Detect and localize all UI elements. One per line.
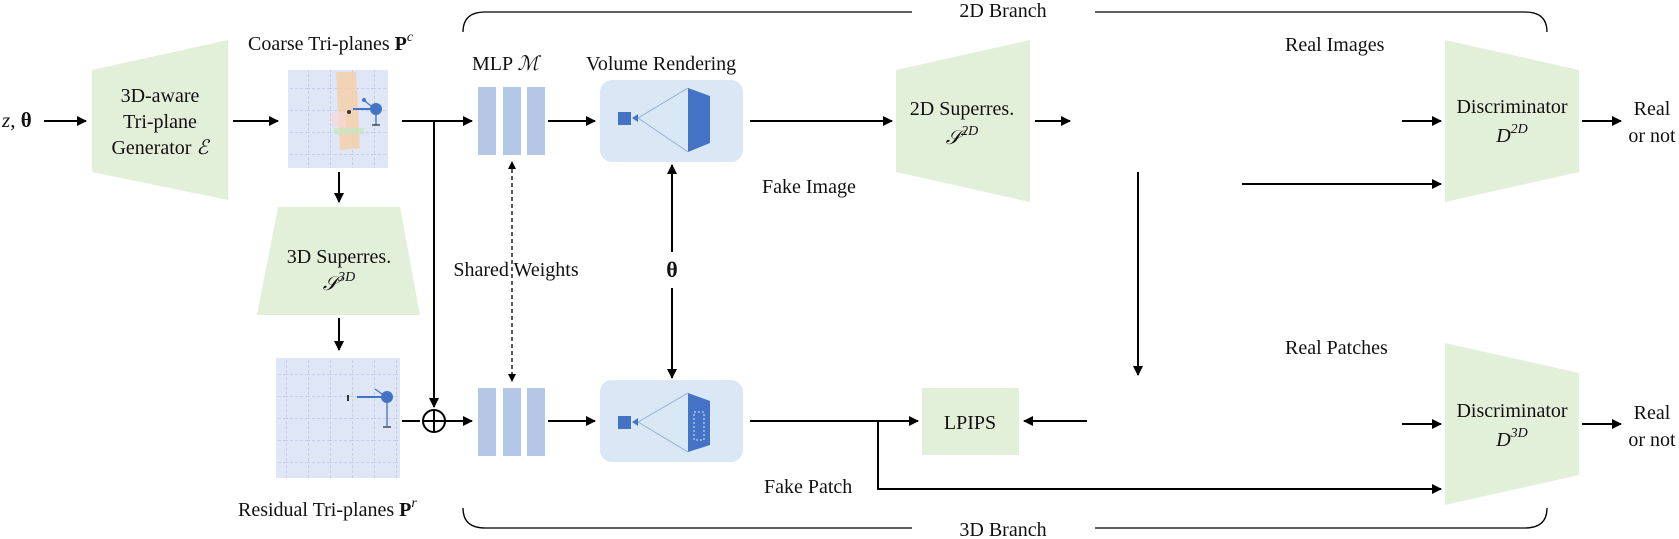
lpips-block (922, 388, 1019, 455)
superres-3d-label: 3D Superres. (287, 246, 391, 268)
coarse-triplanes-label: Coarse Tri-planes Pc (248, 30, 414, 55)
mlp-label: MLP ℳ (472, 53, 541, 75)
volume-rendering-top (600, 80, 743, 162)
arrow-patch-to-disc3d (877, 421, 1442, 494)
discriminator-3d-symbol: D3D (1495, 426, 1528, 451)
residual-triplanes-grid (276, 358, 400, 478)
image-plane-icon (688, 88, 710, 152)
residual-triplanes-label: Residual Tri-planes Pr (238, 496, 417, 521)
branch-3d-brace (462, 507, 1548, 529)
discriminator-2d-symbol: D2D (1495, 122, 1528, 147)
generator-label: Generator ℰ (111, 137, 210, 159)
superres-2d-label: 2D Superres. (910, 98, 1014, 120)
generator-label: Tri-plane (123, 111, 197, 133)
branch-2d-brace (462, 11, 1548, 33)
discriminator-2d-label: Discriminator (1456, 96, 1567, 118)
output-top-label: or not (1628, 125, 1676, 147)
output-bottom-label: or not (1628, 429, 1676, 451)
mlp-top-block (478, 87, 545, 155)
generator-label: 3D-aware (121, 85, 200, 107)
fake-patch-label: Fake Patch (764, 476, 852, 498)
real-patches-label: Real Patches (1285, 337, 1388, 359)
input-z-theta: z, θ (1, 108, 32, 132)
output-bottom-label: Real (1634, 402, 1671, 424)
coarse-triplanes-grid (288, 70, 388, 168)
discriminator-3d-label: Discriminator (1456, 400, 1567, 422)
lpips-label: LPIPS (944, 412, 996, 434)
output-top-label: Real (1634, 98, 1671, 120)
discriminator-2d-block (1445, 40, 1579, 202)
volume-rendering-label: Volume Rendering (586, 53, 736, 75)
theta-label: θ (666, 257, 677, 282)
adder-symbol (422, 409, 446, 433)
generator-block (92, 40, 228, 200)
superres-2d-block (896, 40, 1030, 202)
patch-plane-icon (688, 393, 710, 452)
shared-weights-label: Shared Weights (453, 259, 578, 281)
real-images-label: Real Images (1285, 34, 1385, 56)
superres-3d-block (257, 207, 420, 315)
branch-2d-label: 2D Branch (959, 0, 1046, 22)
volume-rendering-bottom (600, 380, 743, 462)
mlp-bottom-block (478, 388, 545, 456)
branch-3d-label: 3D Branch (959, 519, 1046, 539)
discriminator-3d-block (1445, 343, 1579, 505)
fake-image-label: Fake Image (762, 176, 856, 198)
